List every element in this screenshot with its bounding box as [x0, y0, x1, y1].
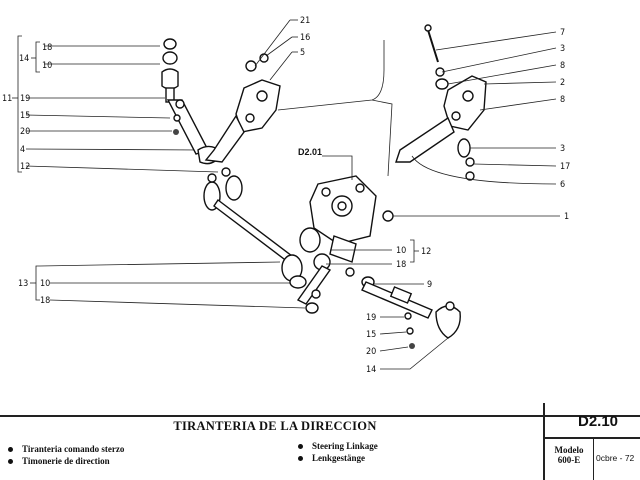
- description-french: Timonerie de direction: [8, 456, 110, 466]
- model-cell: Modelo 600-E: [546, 445, 592, 465]
- model-value: 600-E: [557, 455, 581, 465]
- bullet-icon: [8, 459, 13, 465]
- callout-1: 1: [564, 212, 569, 222]
- sheet-date: 0cbre - 72: [596, 453, 635, 463]
- callout-16: 16: [300, 33, 310, 43]
- description-english: Steering Linkage: [298, 441, 378, 451]
- footer-top-rule: [0, 415, 640, 417]
- callout-20-left: 20: [20, 127, 30, 137]
- callout-6: 6: [560, 180, 565, 190]
- callout-10-lower: 10: [40, 279, 50, 289]
- description-italian: Tiranteria comando sterzo: [8, 444, 124, 454]
- exploded-parts-diagram: 18 10 14 11 19 15 20 4 12 13 10 18: [2, 16, 570, 375]
- callout-3-lower: 3: [560, 144, 565, 154]
- figure-code-label: D2.01: [298, 147, 322, 157]
- steering-box: [296, 175, 377, 305]
- description-german: Lenkgestänge: [298, 453, 365, 463]
- bullet-icon: [298, 444, 303, 450]
- callout-8-top: 8: [560, 61, 565, 71]
- upper-tie-rod-assembly: [161, 38, 223, 165]
- callout-3-top: 3: [560, 44, 565, 54]
- title-block: TIRANTERIA DE LA DIRECCION Tiranteria co…: [0, 403, 640, 480]
- callout-5: 5: [300, 48, 305, 58]
- footer-divider: [543, 403, 545, 480]
- callout-20-center: 20: [366, 347, 376, 357]
- callout-4: 4: [20, 145, 25, 155]
- callout-2: 2: [560, 78, 565, 88]
- callout-18-top: 18: [42, 43, 52, 53]
- bullet-icon: [8, 447, 13, 453]
- idler-arm-bracket: [204, 19, 393, 177]
- callout-8-lower: 8: [560, 95, 565, 105]
- callout-21: 21: [300, 16, 310, 26]
- callout-18-lower: 18: [40, 296, 50, 306]
- code-box-rule: [543, 437, 640, 439]
- callout-10-top: 10: [42, 61, 52, 71]
- pitman-arm-assembly: [395, 24, 487, 181]
- callout-15-left: 15: [20, 111, 30, 121]
- callout-10-center: 10: [396, 246, 406, 256]
- callout-12-right: 12: [421, 247, 431, 257]
- center-relay-rod: [203, 167, 319, 314]
- callout-7: 7: [560, 28, 565, 38]
- callout-17: 17: [560, 162, 570, 172]
- callout-19-left: 19: [20, 94, 30, 104]
- modelo-divider: [593, 438, 594, 480]
- callout-11: 11: [2, 94, 12, 104]
- washer-part-1: [382, 210, 394, 222]
- bullet-icon: [298, 456, 303, 462]
- lower-tie-rod: [361, 276, 461, 349]
- callout-14-left: 14: [19, 54, 29, 64]
- callout-12-left: 12: [20, 162, 30, 172]
- callout-19-center: 19: [366, 313, 376, 323]
- model-label: Modelo: [554, 445, 584, 455]
- sheet-title: TIRANTERIA DE LA DIRECCION: [173, 419, 377, 433]
- lower-left-bracket: [30, 261, 306, 309]
- callout-13: 13: [18, 279, 28, 289]
- callout-15-center: 15: [366, 330, 376, 340]
- callout-18-center: 18: [396, 260, 406, 270]
- callout-14-center: 14: [366, 365, 376, 375]
- callout-9: 9: [427, 280, 432, 290]
- sheet-code: D2.10: [577, 413, 619, 430]
- left-bracket-group: [12, 35, 219, 173]
